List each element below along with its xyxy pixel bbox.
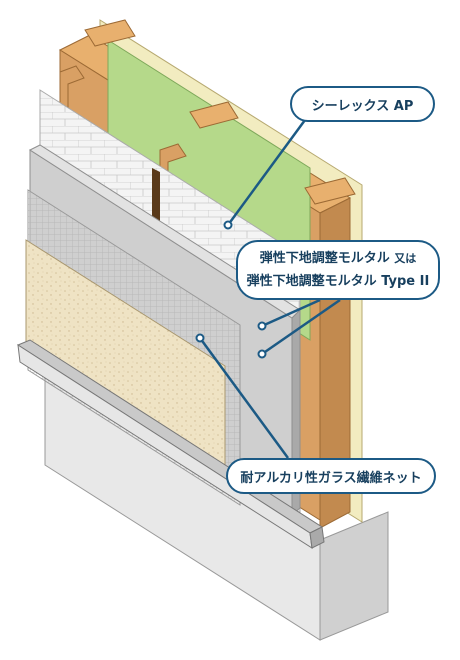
callout-mortar-line2: 弾性下地調整モルタル Type II [246, 274, 430, 289]
callout-mortar-line1-suffix: 又は [394, 252, 417, 265]
callout-mortar-line1-main: 弾性下地調整モルタル [259, 251, 390, 266]
callout-mortar: 弾性下地調整モルタル 又は 弾性下地調整モルタル Type II [236, 240, 440, 300]
callout-glass-fiber-mesh: 耐アルカリ性ガラス繊維ネット [226, 458, 436, 494]
leader-lines [198, 119, 341, 459]
callout-sealex-ap-label: シーレックス AP [311, 98, 414, 114]
leader-dots [195, 220, 267, 359]
callout-sealex-ap: シーレックス AP [290, 86, 435, 122]
callout-glass-fiber-mesh-label: 耐アルカリ性ガラス繊維ネット [240, 470, 422, 486]
callout-mortar-line1: 弾性下地調整モルタル 又は [260, 247, 417, 270]
